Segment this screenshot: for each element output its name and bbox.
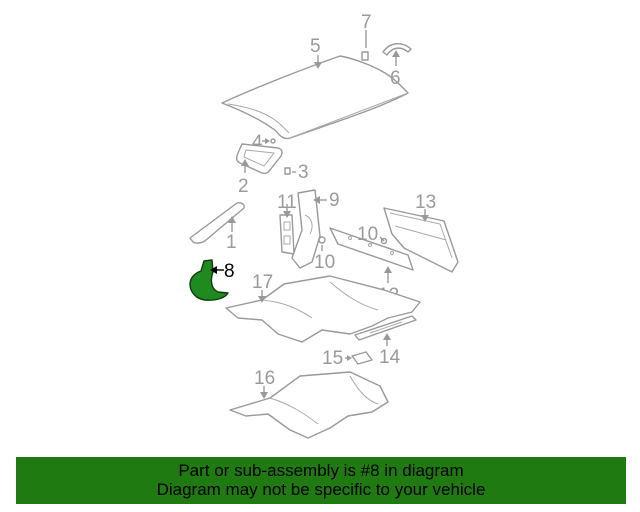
callout-5[interactable]: 5 — [310, 36, 321, 57]
leader-8 — [210, 266, 224, 274]
part-2-sun-visor[interactable] — [235, 143, 283, 175]
callout-9[interactable]: 9 — [329, 190, 340, 211]
part-7-clip[interactable] — [361, 51, 369, 61]
leader-5 — [314, 55, 322, 69]
leader-1 — [228, 216, 236, 232]
callout-16[interactable]: 16 — [254, 368, 275, 389]
callout-2[interactable]: 2 — [238, 176, 249, 197]
leader-6 — [392, 50, 400, 66]
leader-12 — [384, 266, 392, 283]
callout-13[interactable]: 13 — [415, 192, 436, 213]
part-8-highlighted[interactable] — [189, 259, 229, 301]
part-15-bracket[interactable] — [351, 351, 373, 365]
part-13-quarter-panel[interactable] — [383, 207, 459, 273]
callout-6[interactable]: 6 — [390, 68, 401, 89]
part-3-visor-clip[interactable] — [284, 167, 291, 175]
callout-10-upper[interactable]: 10 — [357, 224, 378, 245]
callout-15[interactable]: 15 — [322, 348, 343, 369]
callout-17[interactable]: 17 — [252, 272, 273, 293]
callout-14[interactable]: 14 — [379, 347, 401, 368]
banner-line-1: Part or sub-assembly is #8 in diagram — [178, 461, 464, 480]
part-14-sill-plate[interactable] — [354, 315, 417, 341]
leader-14 — [383, 333, 391, 346]
part-9-center-pillar[interactable] — [291, 189, 321, 269]
leader-10-upper — [379, 236, 385, 242]
banner-line-2: Diagram may not be specific to your vehi… — [156, 480, 486, 499]
callout-1[interactable]: 1 — [226, 232, 237, 253]
leader-9 — [313, 196, 327, 204]
callout-10-lower[interactable]: 10 — [314, 252, 335, 273]
part-11-lower-pillar[interactable] — [279, 214, 295, 255]
callout-3[interactable]: 3 — [298, 162, 309, 183]
leader-15 — [345, 355, 352, 361]
callout-8[interactable]: 8 — [224, 261, 235, 282]
callout-4[interactable]: 4 — [252, 132, 263, 153]
part-6-grab-handle[interactable] — [382, 43, 412, 56]
leader-17 — [258, 290, 266, 303]
info-banner: Part or sub-assembly is #8 in diagram Di… — [16, 457, 626, 504]
leader-4 — [262, 138, 270, 144]
part-12-rear-panel[interactable] — [329, 227, 414, 271]
leader-2 — [241, 159, 249, 173]
parts-diagram: 5 7 6 4 2 3 — [189, 12, 459, 439]
part-10-fastener-lower[interactable] — [318, 236, 326, 244]
callout-7[interactable]: 7 — [361, 12, 372, 33]
part-4-screw[interactable] — [270, 138, 276, 144]
leader-16 — [260, 386, 268, 399]
part-16-floor-insulator[interactable] — [229, 371, 389, 439]
part-5-headliner[interactable] — [221, 55, 409, 140]
part-1-pillar-trim[interactable] — [189, 202, 245, 244]
leader-13 — [421, 209, 429, 222]
leader-11 — [283, 204, 291, 218]
part-17-floor-carpet[interactable] — [225, 275, 421, 343]
callout-11[interactable]: 11 — [277, 192, 297, 213]
